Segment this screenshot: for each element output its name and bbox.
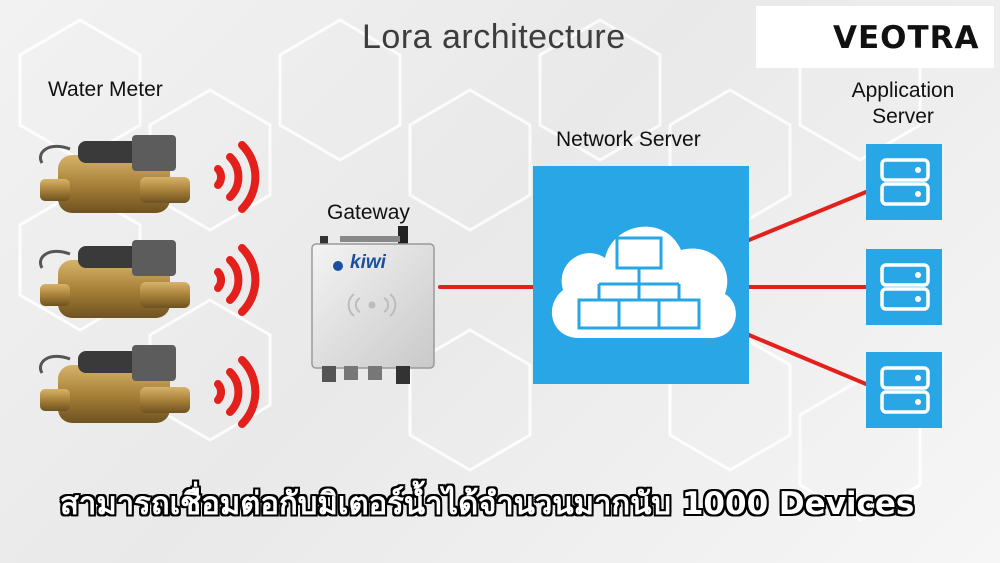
page-title: Lora architecture [362, 18, 626, 56]
application-server-label-line1: Application [851, 79, 955, 102]
server-icon [880, 158, 930, 206]
logo-panel [756, 6, 994, 68]
application-server-box-2 [866, 249, 942, 325]
gateway-device [311, 226, 435, 384]
wireless-signal-icon [214, 244, 260, 316]
wireless-signal-icon [214, 356, 260, 428]
water-meter-label: Water Meter [48, 78, 163, 101]
application-server-label-line2: Server [872, 105, 934, 128]
application-server-label: Application Server [838, 78, 968, 130]
water-meter-device-3 [39, 345, 190, 423]
gateway-brand: kiwi [350, 252, 386, 273]
connection-lines [438, 190, 868, 386]
cloud-network-icon [551, 226, 736, 338]
application-server-box-3 [866, 352, 942, 428]
gateway-label: Gateway [327, 201, 410, 224]
application-server-box-1 [866, 144, 942, 220]
wireless-signal-icon [214, 141, 260, 213]
network-server-box [533, 166, 749, 384]
brand-logo: VEOTRA [833, 20, 980, 56]
water-meter-device-2 [39, 240, 190, 318]
server-icon [880, 263, 930, 311]
water-meter-device-1 [39, 135, 190, 213]
server-icon [880, 366, 930, 414]
caption-text: สามารถเชื่อมต่อกับมิเตอร์น้ำได้จำนวนมากน… [60, 486, 915, 522]
network-server-label: Network Server [556, 128, 701, 151]
